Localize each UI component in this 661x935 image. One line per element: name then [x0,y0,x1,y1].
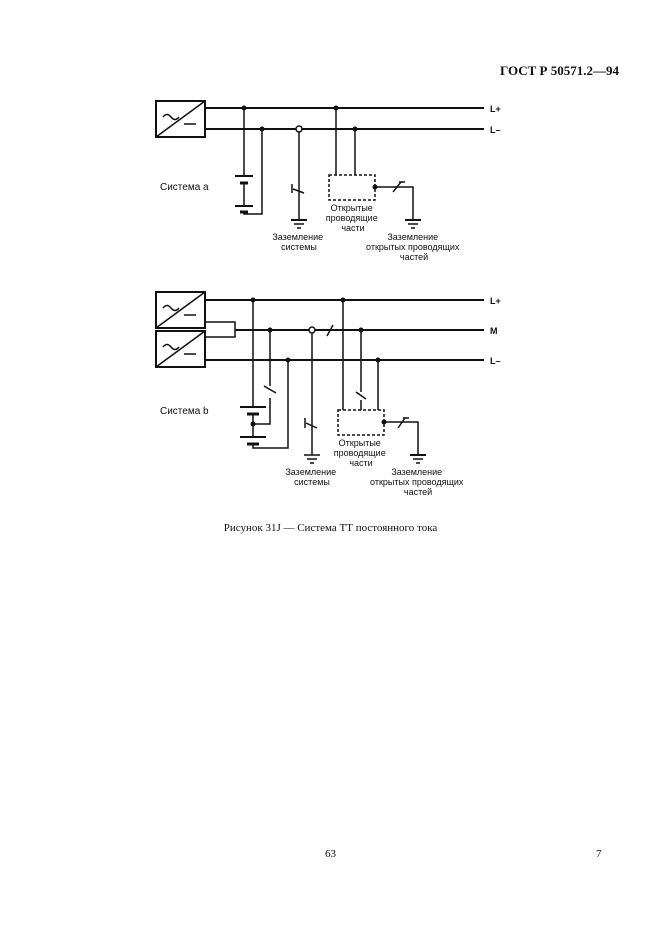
battery-symbol [235,108,263,215]
system-earthing-b-label: Заземление системы [285,467,338,487]
page-number: 63 [325,848,336,860]
label-m-b: M [490,326,498,336]
tt-dc-diagrams: L+ L– [155,100,501,497]
converter-symbol-upper [155,291,206,329]
diagram-b: L+ M L– [155,291,501,497]
system-earthing [291,125,307,229]
exposed-parts-b [337,297,426,464]
parts-earthing-a-label: Заземление открытых проводящих частей [366,232,462,262]
system-b-label: Система b [160,406,209,417]
label-l-plus-b: L+ [490,296,501,306]
figure-caption: Рисунок 31J — Система ТТ постоянного ток… [223,522,438,534]
exposed-parts-a [328,105,421,229]
system-earthing-a-label: Заземление системы [272,232,325,252]
label-l-plus: L+ [490,104,501,114]
battery-group [240,297,291,449]
diagram-a: L+ L– [155,100,501,262]
exposed-parts-a-label: Открытые проводящие части [326,203,380,233]
exposed-parts-b-label: Открытые проводящие части [334,438,388,468]
label-l-minus: L– [490,125,501,135]
standard-number: ГОСТ Р 50571.2—94 [500,63,619,78]
system-a-label: Система a [160,182,209,193]
converter-symbol-lower [155,330,206,368]
sheet-number: 7 [596,848,602,860]
label-l-minus-b: L– [490,356,501,366]
converter-symbol [155,100,206,138]
system-earthing-b [304,324,334,464]
parts-earthing-b-label: Заземление открытых проводящих частей [370,467,466,497]
